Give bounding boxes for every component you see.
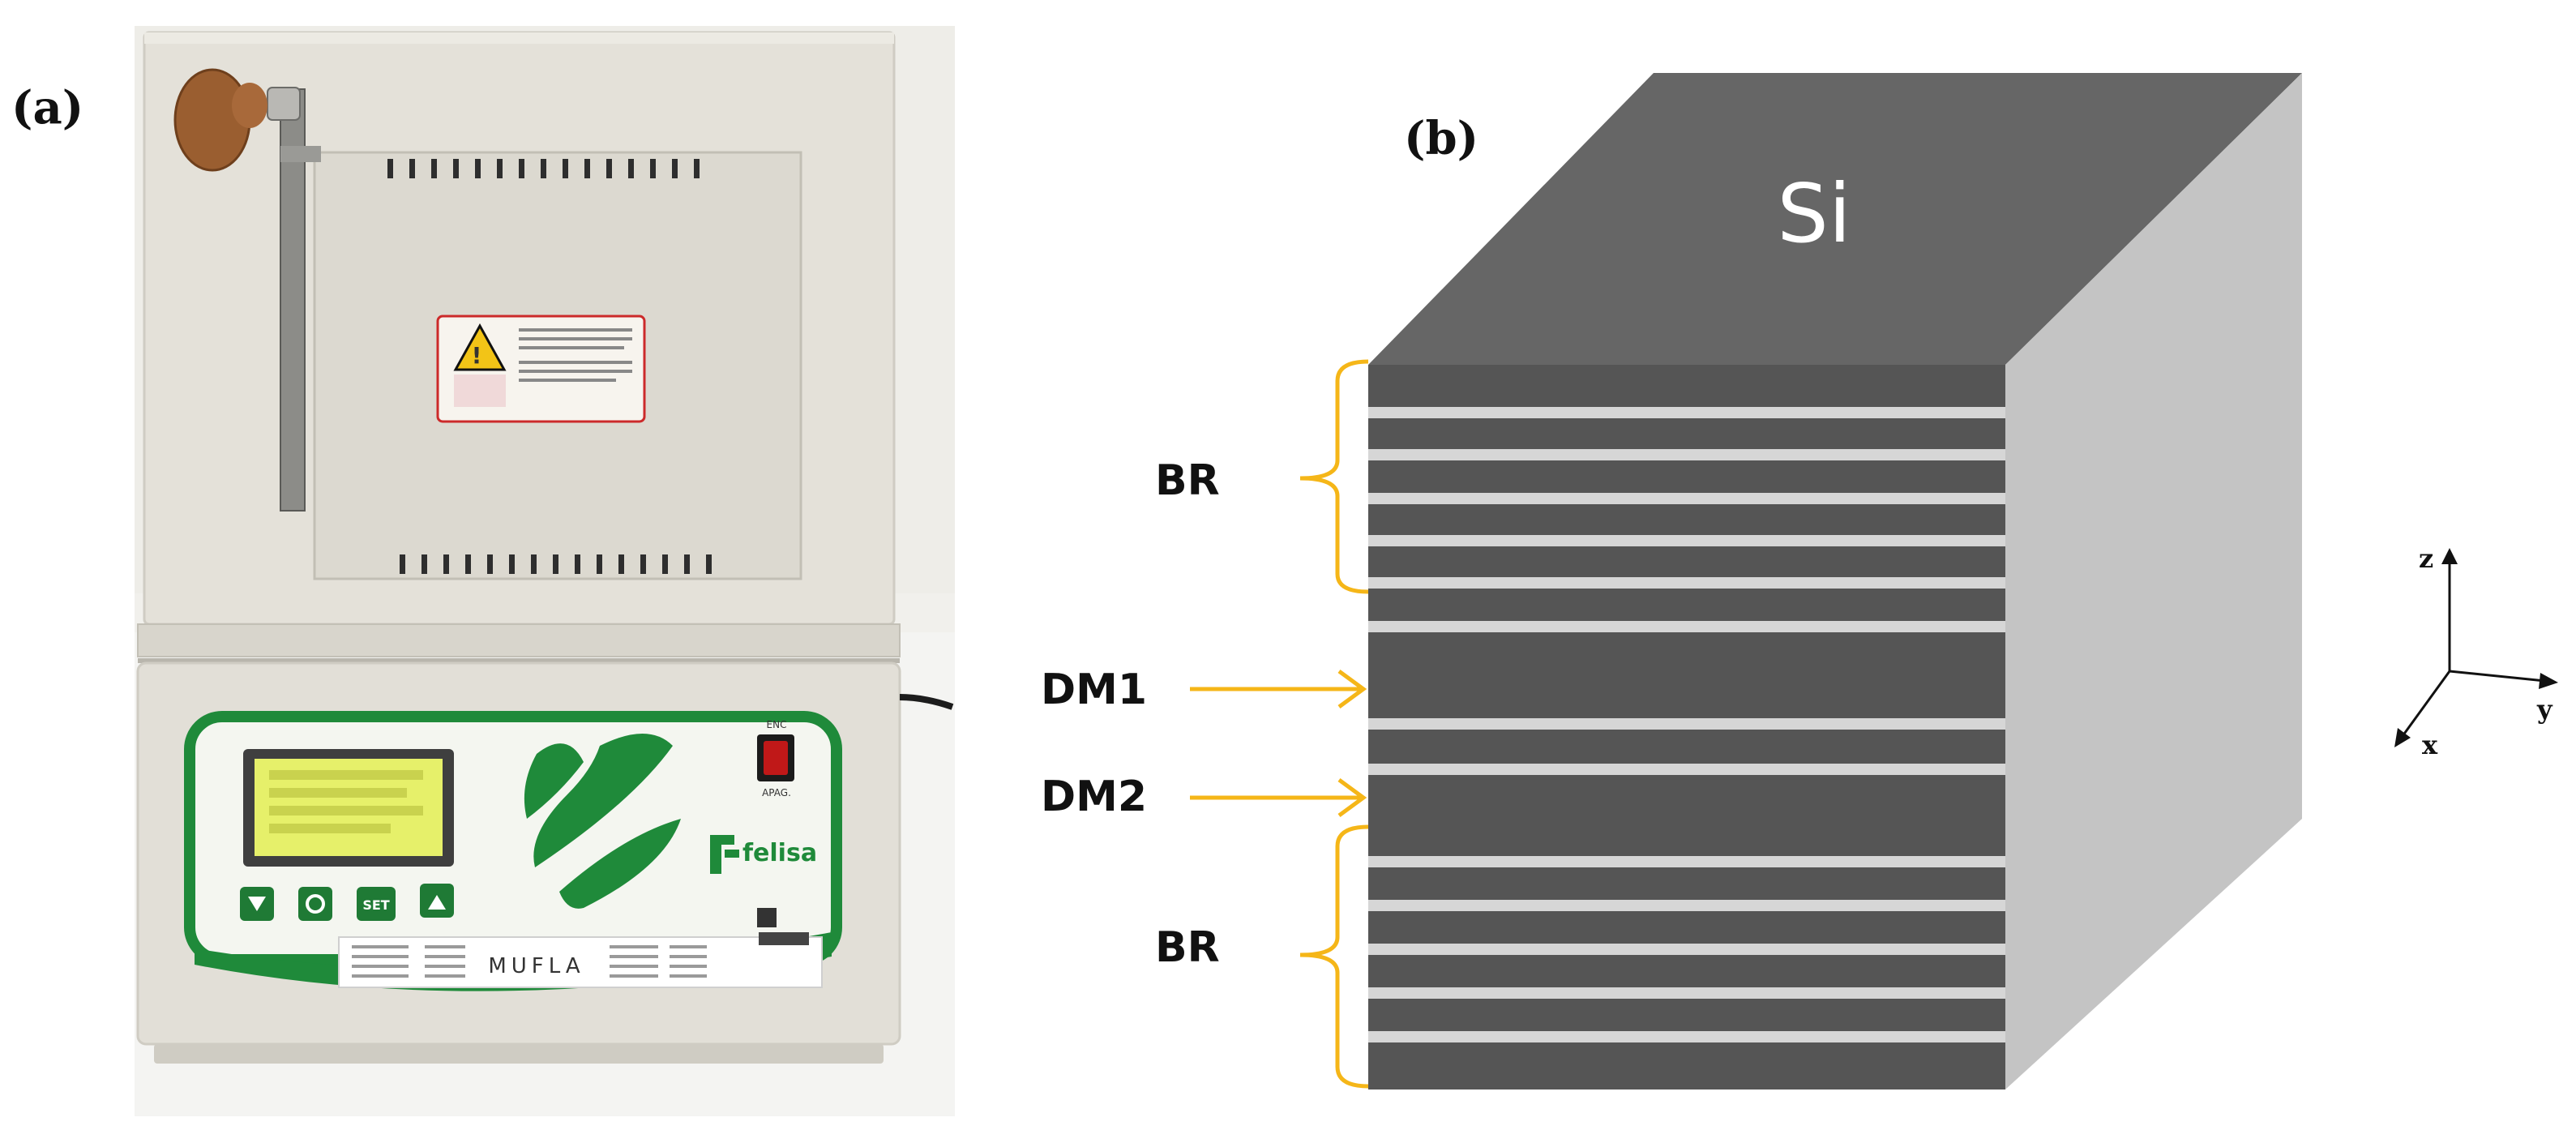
control-button-down[interactable] <box>240 887 274 921</box>
qr-code <box>757 908 777 927</box>
refresh-icon <box>306 894 325 914</box>
bracket-br-bottom <box>1299 824 1369 1089</box>
product-name: MUFLA <box>488 954 584 978</box>
panel-b-label: (b) <box>1404 112 1478 165</box>
furnace-top-edge <box>144 32 894 44</box>
power-switch[interactable] <box>757 734 794 781</box>
axis-label-y: y <box>2536 694 2553 725</box>
layer-stripes <box>1368 407 2005 1042</box>
si-top-face <box>1368 73 2302 365</box>
furnace-seam-line <box>138 658 900 663</box>
svg-text:!: ! <box>472 342 482 369</box>
door-hinge-shaft <box>267 87 301 121</box>
sticker-text-lines <box>519 328 632 382</box>
display-text-lines <box>269 770 423 833</box>
y-axis <box>2449 670 2546 683</box>
axis-label-z: z <box>2419 543 2433 574</box>
panel-b: (b) Si BR DM1 <box>1041 73 2558 1089</box>
control-button-refresh[interactable] <box>298 887 332 921</box>
panel-a-label: (a) <box>11 81 83 135</box>
x-arrowhead <box>2394 728 2411 747</box>
coordinate-axes <box>2394 548 2558 747</box>
door-vents-top <box>387 159 700 178</box>
spec-label-plate <box>338 936 823 988</box>
si-label: Si <box>1777 166 1851 261</box>
door-hinge-bracket <box>280 146 321 162</box>
door-handle-knob-neck <box>232 83 267 128</box>
arrow-dm1 <box>1190 669 1367 709</box>
switch-label-off: APAG. <box>762 787 791 798</box>
z-arrowhead <box>2441 548 2458 564</box>
door-vents-bottom <box>400 554 712 574</box>
furnace-seam <box>137 623 901 657</box>
up-triangle-icon <box>428 895 446 910</box>
control-button-up[interactable] <box>420 884 454 918</box>
cube-side-face <box>2005 73 2302 1089</box>
down-triangle-icon <box>248 897 266 911</box>
warning-triangle-icon <box>453 323 507 371</box>
label-dm2: DM2 <box>1041 773 1147 821</box>
set-button-label: SET <box>362 897 389 913</box>
axis-label-x: x <box>2422 730 2438 760</box>
panel-a: (a) <box>11 26 955 1116</box>
control-button-set[interactable]: SET <box>357 887 396 921</box>
x-axis <box>2401 670 2451 737</box>
brand-name: felisa <box>742 839 817 867</box>
bracket-br-top <box>1299 359 1369 594</box>
barcode <box>759 932 809 945</box>
spec-label-text-lines <box>352 945 707 978</box>
power-cable <box>899 694 954 710</box>
switch-label-on: ENC <box>767 719 787 730</box>
arrow-dm2 <box>1190 777 1367 818</box>
label-br-bottom: BR <box>1155 923 1220 972</box>
label-dm1: DM1 <box>1041 666 1147 714</box>
furnace-feet <box>154 1044 884 1064</box>
warning-sticker: ! <box>436 315 646 423</box>
decorative-swoosh <box>524 734 681 909</box>
label-br-top: BR <box>1155 456 1220 505</box>
y-arrowhead <box>2539 673 2558 689</box>
brand-logo: felisa <box>710 835 817 874</box>
